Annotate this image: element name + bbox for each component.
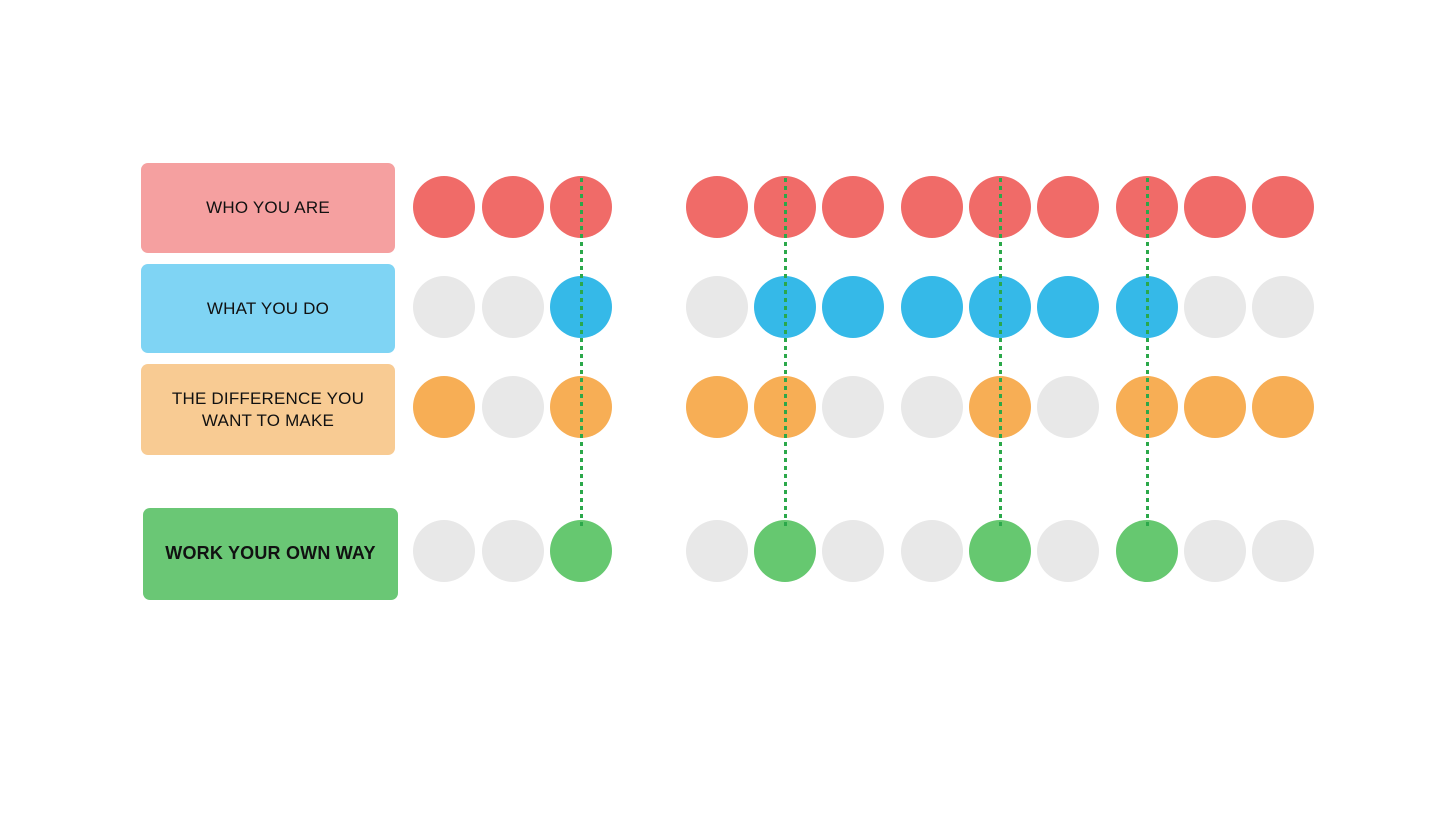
circle-left-what-you-do-2[interactable]	[482, 276, 544, 338]
circle-right-work-your-own-way-9[interactable]	[1252, 520, 1314, 582]
circle-right-who-you-are-8[interactable]	[1184, 176, 1246, 238]
circle-right-what-you-do-8[interactable]	[1184, 276, 1246, 338]
connector-line-right-column-8	[1146, 178, 1149, 528]
label-text-who-you-are: WHO YOU ARE	[206, 198, 330, 218]
circle-right-the-difference-you-want-to-make-4[interactable]	[901, 376, 963, 438]
label-box-what-you-do[interactable]: WHAT YOU DO	[141, 264, 395, 353]
circle-right-what-you-do-9[interactable]	[1252, 276, 1314, 338]
connector-line-right-column-2	[784, 178, 787, 528]
circle-right-who-you-are-1[interactable]	[686, 176, 748, 238]
circle-right-work-your-own-way-3[interactable]	[822, 520, 884, 582]
circle-right-what-you-do-1[interactable]	[686, 276, 748, 338]
label-text-what-you-do: WHAT YOU DO	[206, 298, 330, 318]
circle-right-the-difference-you-want-to-make-8[interactable]	[1184, 376, 1246, 438]
circle-right-work-your-own-way-6[interactable]	[1037, 520, 1099, 582]
label-box-work-your-own-way[interactable]: WORK YOUR OWN WAY	[143, 508, 398, 600]
circle-right-the-difference-you-want-to-make-1[interactable]	[686, 376, 748, 438]
circle-right-work-your-own-way-8[interactable]	[1184, 520, 1246, 582]
label-text-work-your-own-way: WORK YOUR OWN WAY	[165, 543, 376, 564]
circle-right-who-you-are-3[interactable]	[822, 176, 884, 238]
label-box-who-you-are[interactable]: WHO YOU ARE	[141, 163, 395, 253]
label-text-the-difference-you-want-to-make: THE DIFFERENCE YOU WANT TO MAKE	[171, 388, 365, 430]
label-box-the-difference-you-want-to-make[interactable]: THE DIFFERENCE YOU WANT TO MAKE	[141, 364, 395, 455]
circle-right-the-difference-you-want-to-make-9[interactable]	[1252, 376, 1314, 438]
circle-left-who-you-are-2[interactable]	[482, 176, 544, 238]
circle-right-the-difference-you-want-to-make-3[interactable]	[822, 376, 884, 438]
circle-right-work-your-own-way-4[interactable]	[901, 520, 963, 582]
circle-right-work-your-own-way-2[interactable]	[754, 520, 816, 582]
circle-left-work-your-own-way-1[interactable]	[413, 520, 475, 582]
circle-left-the-difference-you-want-to-make-2[interactable]	[482, 376, 544, 438]
circle-right-who-you-are-4[interactable]	[901, 176, 963, 238]
circle-right-work-your-own-way-5[interactable]	[969, 520, 1031, 582]
circle-right-who-you-are-9[interactable]	[1252, 176, 1314, 238]
circle-right-the-difference-you-want-to-make-6[interactable]	[1037, 376, 1099, 438]
connector-line-left-column-3	[580, 178, 583, 528]
circle-right-who-you-are-6[interactable]	[1037, 176, 1099, 238]
circle-left-who-you-are-1[interactable]	[413, 176, 475, 238]
circle-right-work-your-own-way-7[interactable]	[1116, 520, 1178, 582]
circle-left-the-difference-you-want-to-make-1[interactable]	[413, 376, 475, 438]
circle-left-work-your-own-way-2[interactable]	[482, 520, 544, 582]
circle-right-what-you-do-4[interactable]	[901, 276, 963, 338]
circle-right-what-you-do-3[interactable]	[822, 276, 884, 338]
circle-left-what-you-do-1[interactable]	[413, 276, 475, 338]
circle-right-what-you-do-6[interactable]	[1037, 276, 1099, 338]
connector-line-right-column-5	[999, 178, 1002, 528]
circle-right-work-your-own-way-1[interactable]	[686, 520, 748, 582]
circle-left-work-your-own-way-3[interactable]	[550, 520, 612, 582]
